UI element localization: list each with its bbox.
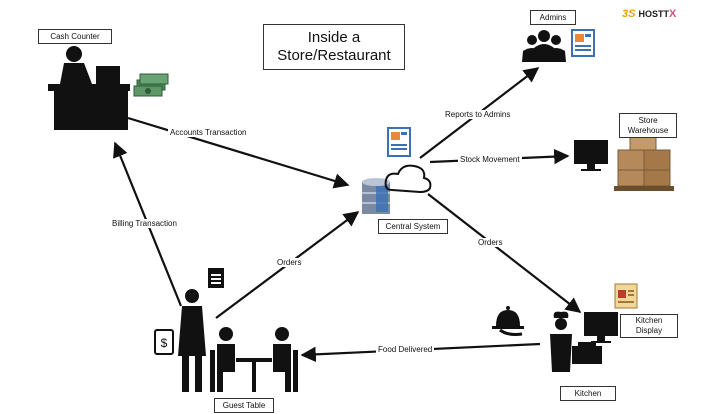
edge-label-billing: Billing Transaction	[110, 219, 179, 228]
edge-label-stock: Stock Movement	[458, 155, 522, 164]
payment-tablet-icon: $	[154, 329, 174, 355]
chef-icon	[550, 311, 602, 372]
kitchen-display-label: Kitchen Display	[620, 314, 678, 338]
kitchen-display-line1: Kitchen	[635, 316, 663, 325]
waiter-icon	[178, 289, 206, 392]
logo-mark: 3S	[622, 8, 636, 20]
admin-report-icon	[571, 29, 595, 57]
kitchen-display-line2: Display	[635, 326, 663, 335]
kitchen-display-monitor-icon	[584, 312, 618, 343]
cloud-icon	[384, 164, 432, 194]
store-warehouse-label: Store Warehouse	[619, 113, 677, 138]
title-line-2: Store/Restaurant	[277, 47, 391, 64]
admins-label: Admins	[530, 10, 576, 25]
guest-table-text: Guest Table	[222, 400, 266, 410]
arrow-accounts	[127, 116, 350, 189]
cash-stack-icon	[133, 73, 169, 97]
edge-label-orders-kitchen: Orders	[476, 238, 505, 247]
logo-text: HOSTT	[638, 9, 670, 19]
kitchen-text: Kitchen	[574, 388, 602, 398]
cash-counter-text: Cash Counter	[50, 31, 100, 41]
serving-cloche-icon	[492, 306, 524, 336]
store-warehouse-line2: Warehouse	[627, 125, 669, 135]
logo-accent: X	[669, 8, 677, 20]
store-warehouse-line1: Store	[638, 115, 658, 125]
admins-group-icon	[522, 30, 566, 62]
svg-text:$: $	[161, 336, 168, 350]
dining-guests-icon	[210, 327, 298, 392]
edge-label-reports: Reports to Admins	[443, 110, 513, 119]
warehouse-boxes-icon	[614, 131, 674, 191]
guest-table-label: Guest Table	[214, 398, 274, 413]
warehouse-monitor-icon	[574, 140, 608, 171]
edge-label-food-delivered: Food Delivered	[376, 345, 435, 354]
edge-label-orders-guest: Orders	[275, 258, 304, 267]
brand-logo: 3S HOSTTX	[622, 8, 676, 20]
cash-counter-illustration	[48, 46, 130, 130]
arrow-orders-kitchen	[427, 193, 582, 313]
central-report-icon	[387, 127, 411, 157]
title-line-1: Inside a	[307, 29, 361, 46]
cash-counter-label: Cash Counter	[38, 29, 112, 44]
edge-label-accounts: Accounts Transaction	[168, 128, 249, 137]
admins-text: Admins	[539, 12, 567, 22]
order-slip-icon	[208, 268, 224, 288]
central-system-text: Central System	[385, 221, 441, 231]
kitchen-label: Kitchen	[560, 386, 616, 401]
central-system-label: Central System	[378, 219, 448, 234]
recipe-note-icon	[614, 283, 638, 309]
diagram-title: Inside a Store/Restaurant	[263, 24, 405, 70]
